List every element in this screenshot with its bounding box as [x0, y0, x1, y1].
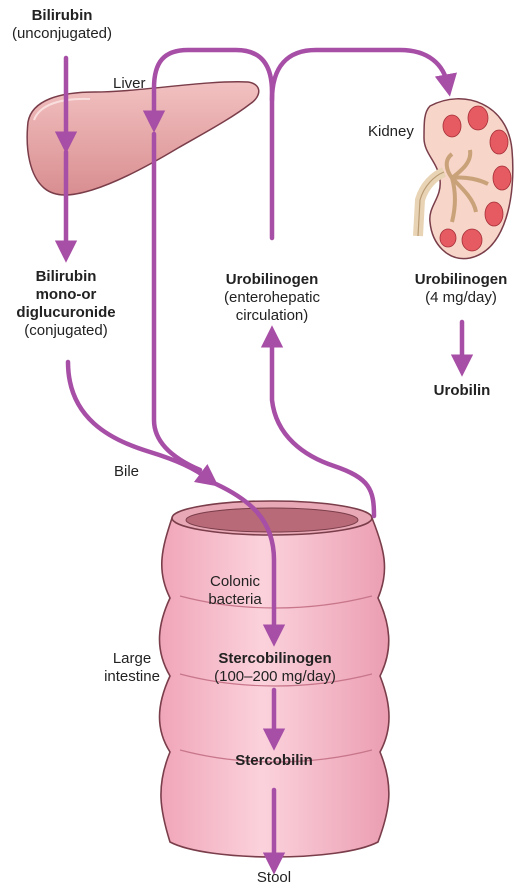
urobilin-text: Urobilin [420, 382, 504, 400]
conjugated-bilirubin-label: Bilirubin mono-or diglucuronide (conjuga… [2, 268, 130, 340]
colonic-line-2: bacteria [200, 591, 270, 609]
kidney-urobilinogen-bold: Urobilinogen [404, 271, 518, 289]
arrow-to-kidney [272, 50, 448, 100]
urobilinogen-kidney-label: Urobilinogen (4 mg/day) [404, 271, 518, 307]
colonic-line-1: Colonic [200, 573, 270, 591]
stercobilin-text: Stercobilin [220, 752, 328, 770]
large-line-1: Large [98, 650, 166, 668]
urobilinogen-bold: Urobilinogen [208, 271, 336, 289]
colonic-bacteria-label: Colonic bacteria [200, 573, 270, 609]
liver-organ [27, 82, 259, 195]
stercobilin-label: Stercobilin [220, 752, 328, 770]
kidney-organ [418, 99, 513, 259]
large-line-2: intestine [98, 668, 166, 686]
urobilinogen-note-2: circulation) [208, 307, 336, 325]
stercobilinogen-note: (100–200 mg/day) [196, 668, 354, 686]
liver-label: Liver [113, 75, 146, 93]
bilirubin-bold: Bilirubin [4, 7, 120, 25]
arrow-loop-to-colon [154, 134, 200, 470]
bilirubin-unconjugated-label: Bilirubin (unconjugated) [4, 7, 120, 43]
urobilin-label: Urobilin [420, 382, 504, 400]
arrow-colon-to-urobilinogen [272, 336, 374, 516]
kidney-label: Kidney [368, 123, 414, 141]
conjugated-note: (conjugated) [2, 322, 130, 340]
stool-label: Stool [253, 869, 295, 887]
conjugated-line-3: diglucuronide [2, 304, 130, 322]
stercobilinogen-label: Stercobilinogen (100–200 mg/day) [196, 650, 354, 686]
conjugated-line-2: mono-or [2, 286, 130, 304]
large-intestine-label: Large intestine [98, 650, 166, 686]
urobilinogen-enterohepatic-label: Urobilinogen (enterohepatic circulation) [208, 271, 336, 325]
conjugated-line-1: Bilirubin [2, 268, 130, 286]
kidney-urobilinogen-note: (4 mg/day) [404, 289, 518, 307]
bile-label: Bile [114, 463, 139, 481]
bilirubin-note: (unconjugated) [4, 25, 120, 43]
stercobilinogen-bold: Stercobilinogen [196, 650, 354, 668]
urobilinogen-note-1: (enterohepatic [208, 289, 336, 307]
